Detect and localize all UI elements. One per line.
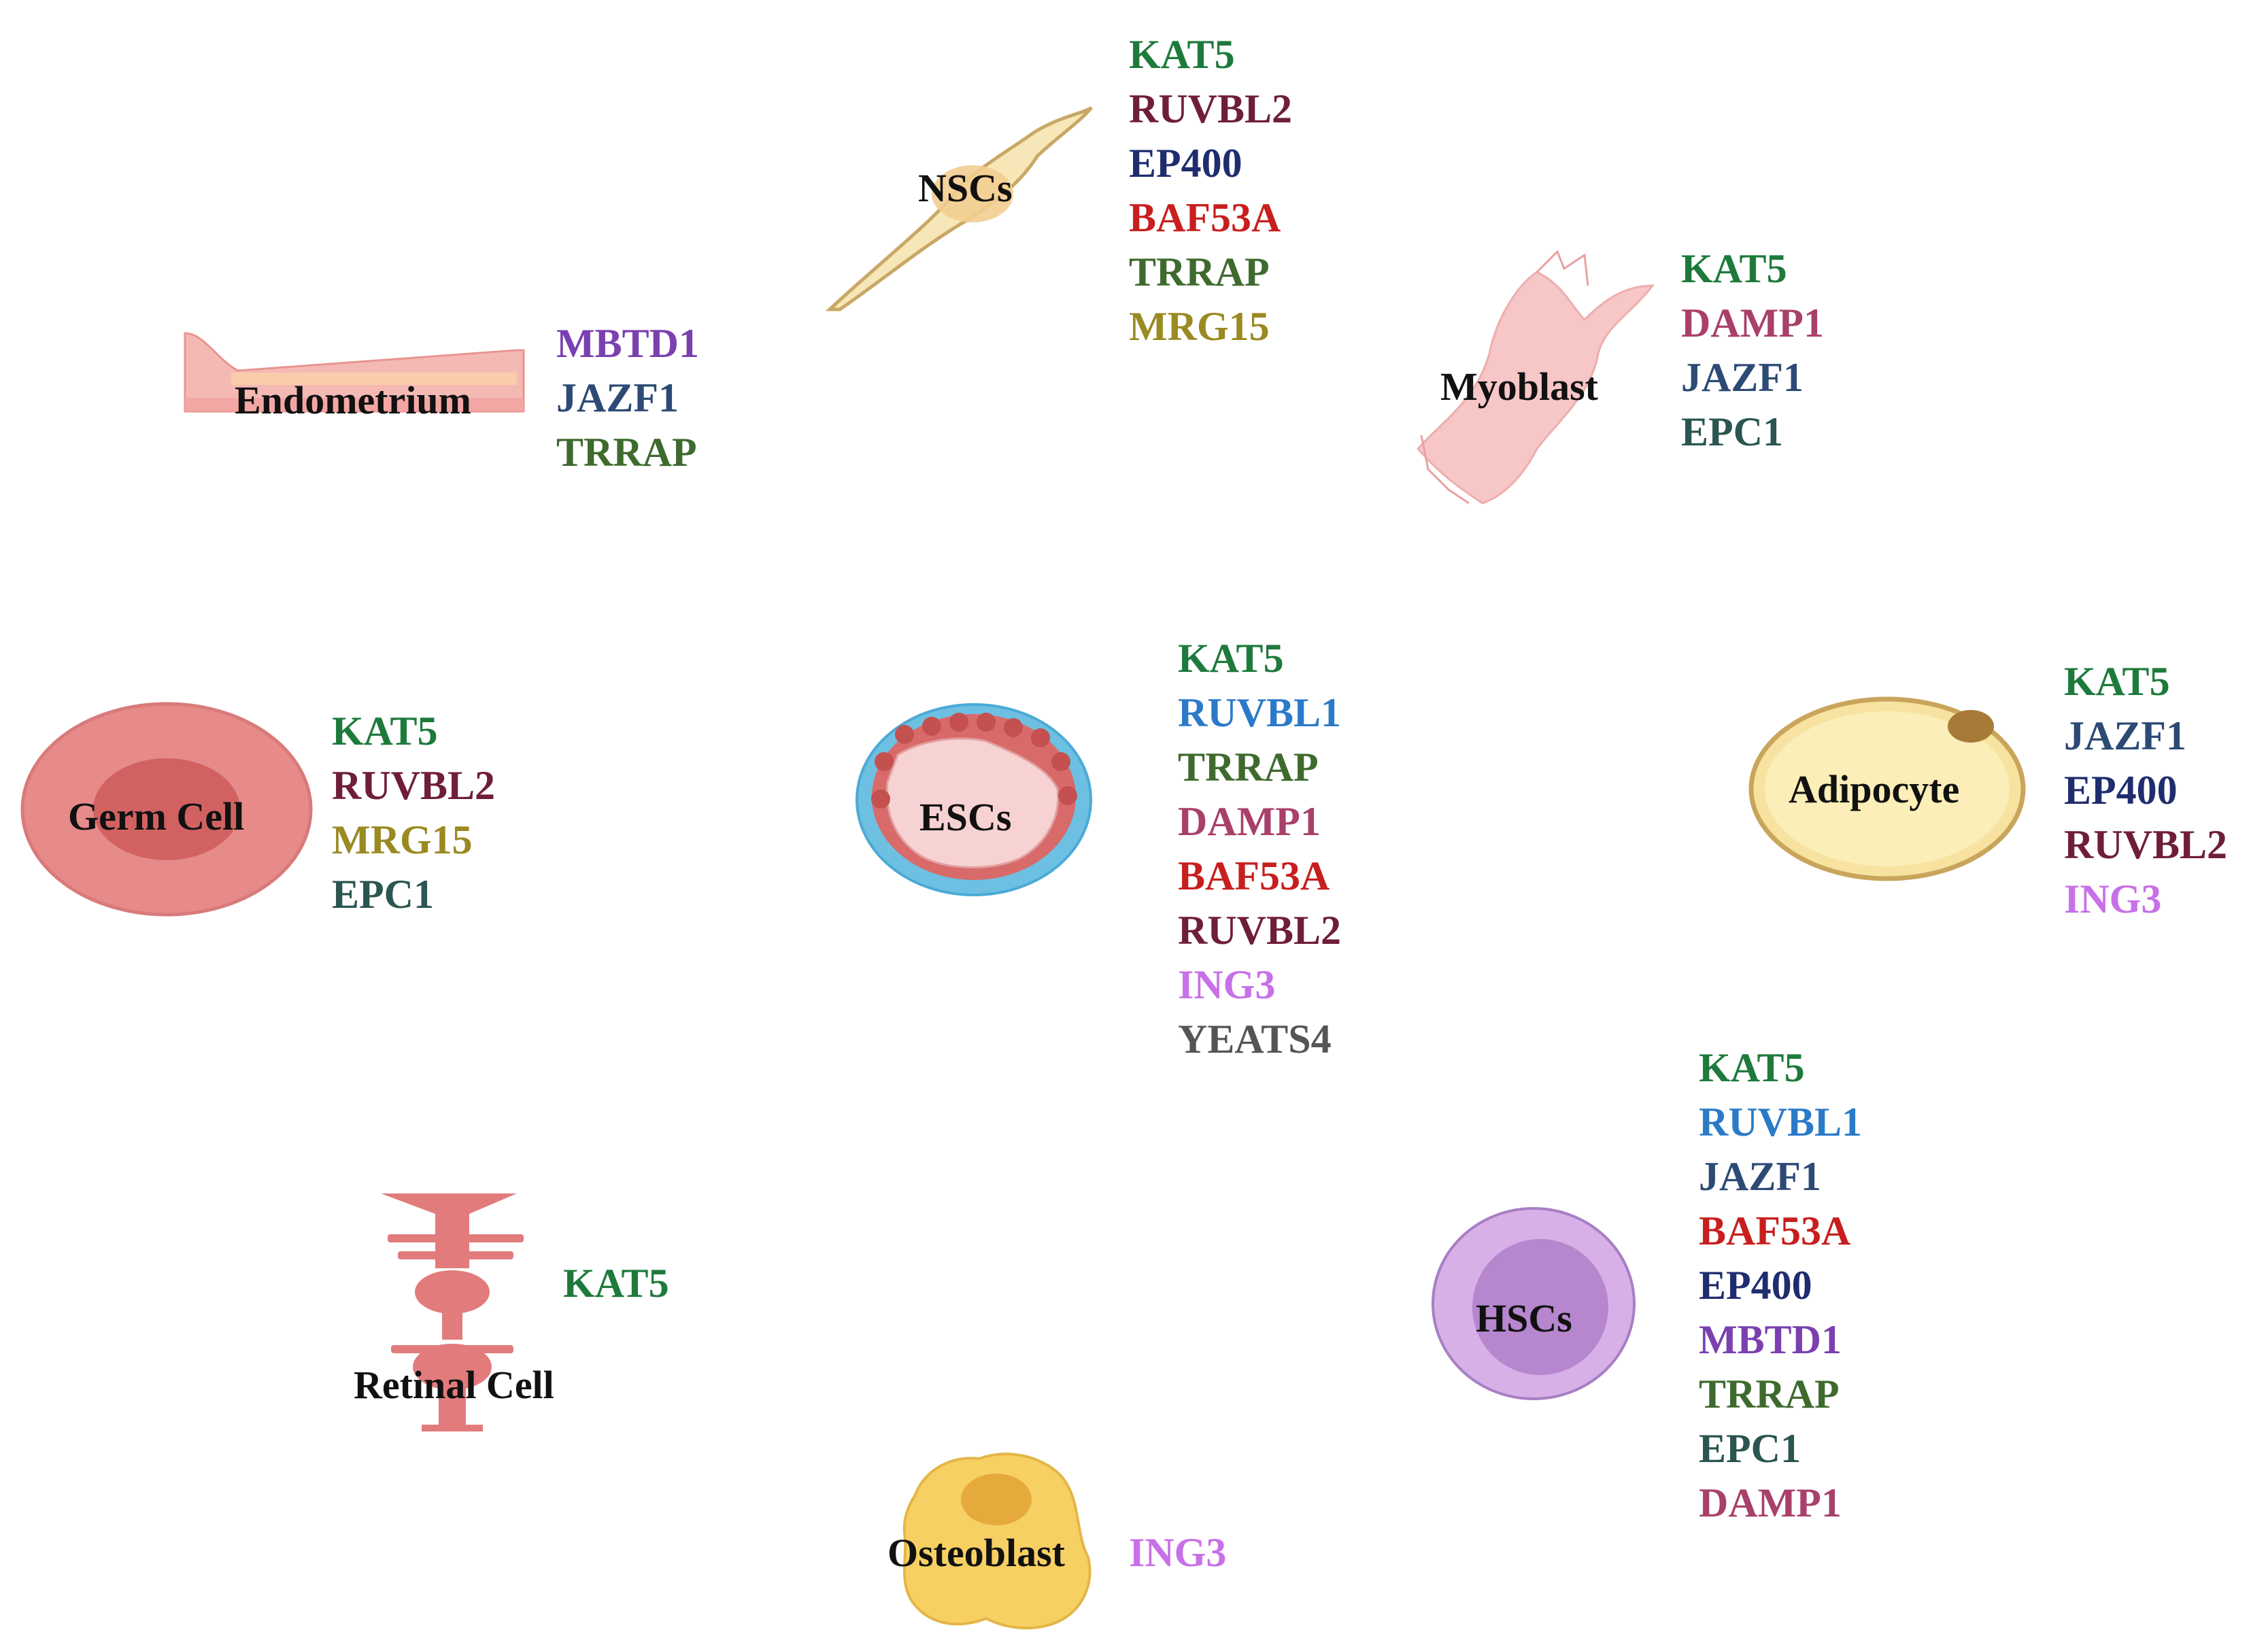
gene-jazf1: JAZF1 <box>2064 713 2186 758</box>
gene-yeats4: YEATS4 <box>1178 1017 1332 1062</box>
gene-jazf1: JAZF1 <box>1699 1154 1821 1199</box>
gene-baf53a: BAF53A <box>1178 853 1330 898</box>
osteoblast-label: Osteoblast <box>887 1531 1065 1575</box>
gene-kat5: KAT5 <box>1129 32 1235 77</box>
gene-jazf1: JAZF1 <box>556 375 679 420</box>
adipocyte-label: Adipocyte <box>1789 767 1960 811</box>
gene-baf53a: BAF53A <box>1699 1208 1851 1253</box>
gene-kat5: KAT5 <box>563 1261 669 1306</box>
gene-trrap: TRRAP <box>556 430 697 475</box>
escs-label: ESCs <box>919 795 1012 839</box>
gene-ruvbl2: RUVBL2 <box>1129 86 1293 131</box>
gene-ing3: ING3 <box>2064 877 2162 921</box>
gene-kat5: KAT5 <box>1681 246 1787 291</box>
gene-ing3: ING3 <box>1178 962 1276 1007</box>
gene-mrg15: MRG15 <box>332 817 473 862</box>
endometrium-illustration <box>184 332 525 413</box>
gene-ruvbl2: RUVBL2 <box>332 763 496 808</box>
myoblast-illustration <box>1417 250 1655 505</box>
gene-ruvbl1: RUVBL1 <box>1178 690 1342 735</box>
gene-mbtd1: MBTD1 <box>556 321 699 366</box>
gene-mrg15: MRG15 <box>1129 304 1270 349</box>
gene-ep400: EP400 <box>2064 768 2178 813</box>
gene-kat5: KAT5 <box>1699 1045 1805 1090</box>
gene-ep400: EP400 <box>1129 141 1242 186</box>
gene-baf53a: BAF53A <box>1129 195 1281 240</box>
gene-kat5: KAT5 <box>332 709 438 753</box>
gene-epc1: EPC1 <box>332 872 434 917</box>
gene-ruvbl2: RUVBL2 <box>1178 908 1342 953</box>
gene-ep400: EP400 <box>1699 1263 1812 1308</box>
gene-ruvbl1: RUVBL1 <box>1699 1100 1863 1144</box>
gene-trrap: TRRAP <box>1129 250 1270 294</box>
germ-cell-label: Germ Cell <box>68 794 245 838</box>
gene-jazf1: JAZF1 <box>1681 355 1804 400</box>
gene-ing3: ING3 <box>1129 1530 1227 1575</box>
gene-damp1: DAMP1 <box>1699 1480 1842 1525</box>
gene-damp1: DAMP1 <box>1178 799 1321 844</box>
gene-damp1: DAMP1 <box>1681 301 1824 345</box>
endometrium-label: Endometrium <box>235 378 471 422</box>
gene-ruvbl2: RUVBL2 <box>2064 822 2228 867</box>
gene-trrap: TRRAP <box>1178 745 1319 790</box>
osteoblast-illustration <box>902 1453 1091 1629</box>
nsc-cell-illustration <box>825 106 1094 311</box>
retinal-cell-gene-list: KAT5 <box>563 1256 669 1310</box>
esc-cell-illustration <box>856 703 1092 896</box>
gene-kat5: KAT5 <box>1178 636 1284 681</box>
hsc-cell-illustration <box>1432 1207 1636 1400</box>
germ-cell-illustration <box>20 702 313 917</box>
retinal-cell-illustration <box>381 1193 524 1431</box>
gene-epc1: EPC1 <box>1699 1426 1801 1471</box>
gene-kat5: KAT5 <box>2064 659 2170 704</box>
nscs-label: NSCs <box>918 166 1013 210</box>
myoblast-label: Myoblast <box>1440 364 1598 409</box>
adipocyte-illustration <box>1748 696 2026 881</box>
gene-mbtd1: MBTD1 <box>1699 1317 1842 1362</box>
gene-trrap: TRRAP <box>1699 1372 1840 1417</box>
gene-epc1: EPC1 <box>1681 409 1783 454</box>
retinal-cell-label: Retinal Cell <box>354 1363 554 1407</box>
hscs-label: HSCs <box>1476 1296 1572 1340</box>
osteoblast-gene-list: ING3 <box>1129 1525 1226 1580</box>
